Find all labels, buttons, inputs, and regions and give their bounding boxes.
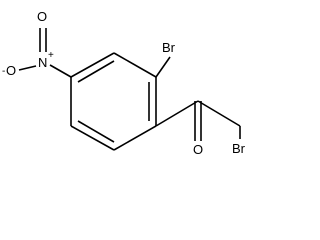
benzene-ring bbox=[70, 52, 157, 151]
bromine-label-ring: Br bbox=[162, 40, 176, 55]
nitro-nitrogen-label: N bbox=[38, 55, 47, 70]
carbonyl-oxygen-label: O bbox=[193, 142, 203, 157]
ring-double-c5-c6 bbox=[77, 120, 115, 143]
bond-carbonyl-ch2 bbox=[197, 100, 241, 127]
bromine-label-chain: Br bbox=[232, 141, 246, 156]
nitro-oxygen-left-label: O bbox=[6, 63, 16, 78]
bond-c1-carbonyl bbox=[155, 100, 199, 127]
ring-bond-c3-c4 bbox=[70, 52, 115, 78]
nitro-nitrogen-charge: + bbox=[48, 50, 54, 61]
nitro-oxygen-top-label: O bbox=[37, 9, 47, 24]
structure-canvas: Br N + O - O O Br bbox=[2, 9, 246, 157]
bond-c2-br bbox=[155, 56, 171, 78]
nitro-oxygen-left-charge: - bbox=[2, 66, 5, 77]
ring-double-c3-c4 bbox=[77, 60, 115, 83]
bond-n-o-left bbox=[18, 65, 37, 71]
molecule-diagram: Br N + O - O O Br bbox=[2, 9, 246, 157]
bond-c4-n bbox=[49, 64, 72, 78]
ring-bond-c6-c1 bbox=[113, 125, 157, 151]
ring-bond-c2-c3 bbox=[113, 52, 157, 78]
ring-bond-c5-c6 bbox=[70, 125, 115, 151]
